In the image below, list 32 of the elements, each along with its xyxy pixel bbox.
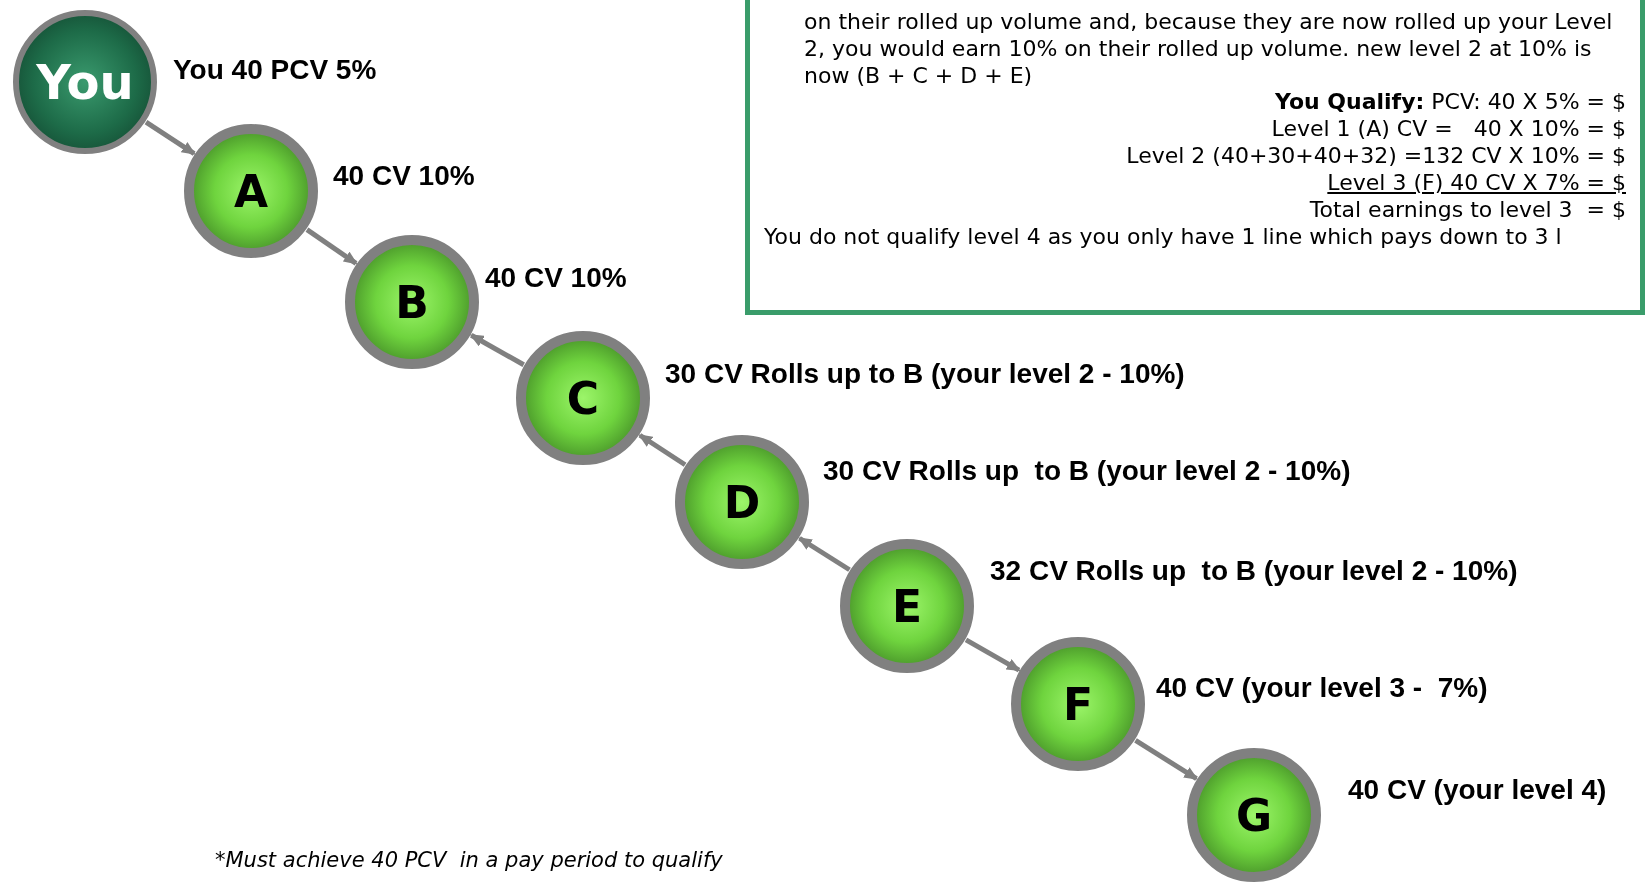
circle-node: B — [345, 235, 479, 369]
node-label: 40 CV 10% — [485, 262, 627, 294]
arrow — [305, 227, 358, 266]
calculation-line: Level 1 (A) CV = 40 X 10% = $ — [1270, 116, 1626, 144]
arrow — [964, 637, 1021, 673]
circle-node: D — [675, 435, 809, 569]
node-label: 40 CV (your level 3 - 7%) — [1156, 672, 1488, 704]
node-label: 40 CV 10% — [333, 160, 475, 192]
node-label: 40 CV (your level 4) — [1348, 774, 1607, 806]
node-label: 32 CV Rolls up to B (your level 2 - 10%) — [990, 555, 1518, 587]
circle-node: A — [184, 124, 318, 258]
text-panel — [745, 0, 1645, 315]
arrow — [144, 119, 196, 156]
paragraph: on their rolled up volume and, because they are now rolled up your Level 2, you would earn 10% on their rolled up volume. new level 2 at 10% is now (B + C + D + E) — [803, 9, 1614, 90]
node-label: 30 CV Rolls up to B (your level 2 - 10%) — [823, 455, 1351, 487]
arrow — [638, 433, 687, 467]
arrow — [1134, 738, 1199, 781]
circle-node: F — [1011, 637, 1145, 771]
arrow — [797, 536, 851, 572]
circle-node: G — [1187, 748, 1321, 882]
node-label: 30 CV Rolls up to B (your level 2 - 10%) — [665, 358, 1185, 390]
arrow — [469, 333, 525, 367]
footnote: *Must achieve 40 PCV in a pay period to qualify — [215, 848, 723, 872]
calculation-line: Total earnings to level 3 = $ — [1308, 196, 1626, 224]
note-text: You do not qualify level 4 as you only have 1 line which pays down to 3 l — [764, 223, 1563, 251]
circle-node: C — [516, 331, 650, 465]
calculation-line: Level 2 (40+30+40+32) =132 CV X 10% = $ — [1125, 143, 1626, 170]
calculation-line: You Qualify: PCV: 40 X 5% = $ — [1274, 89, 1626, 117]
circle-node: E — [840, 539, 974, 673]
node-label: You 40 PCV 5% — [173, 54, 377, 86]
circle-node: You — [13, 10, 157, 154]
calculation-line: Level 3 (F) 40 CV X 7% = $ — [1326, 169, 1626, 197]
